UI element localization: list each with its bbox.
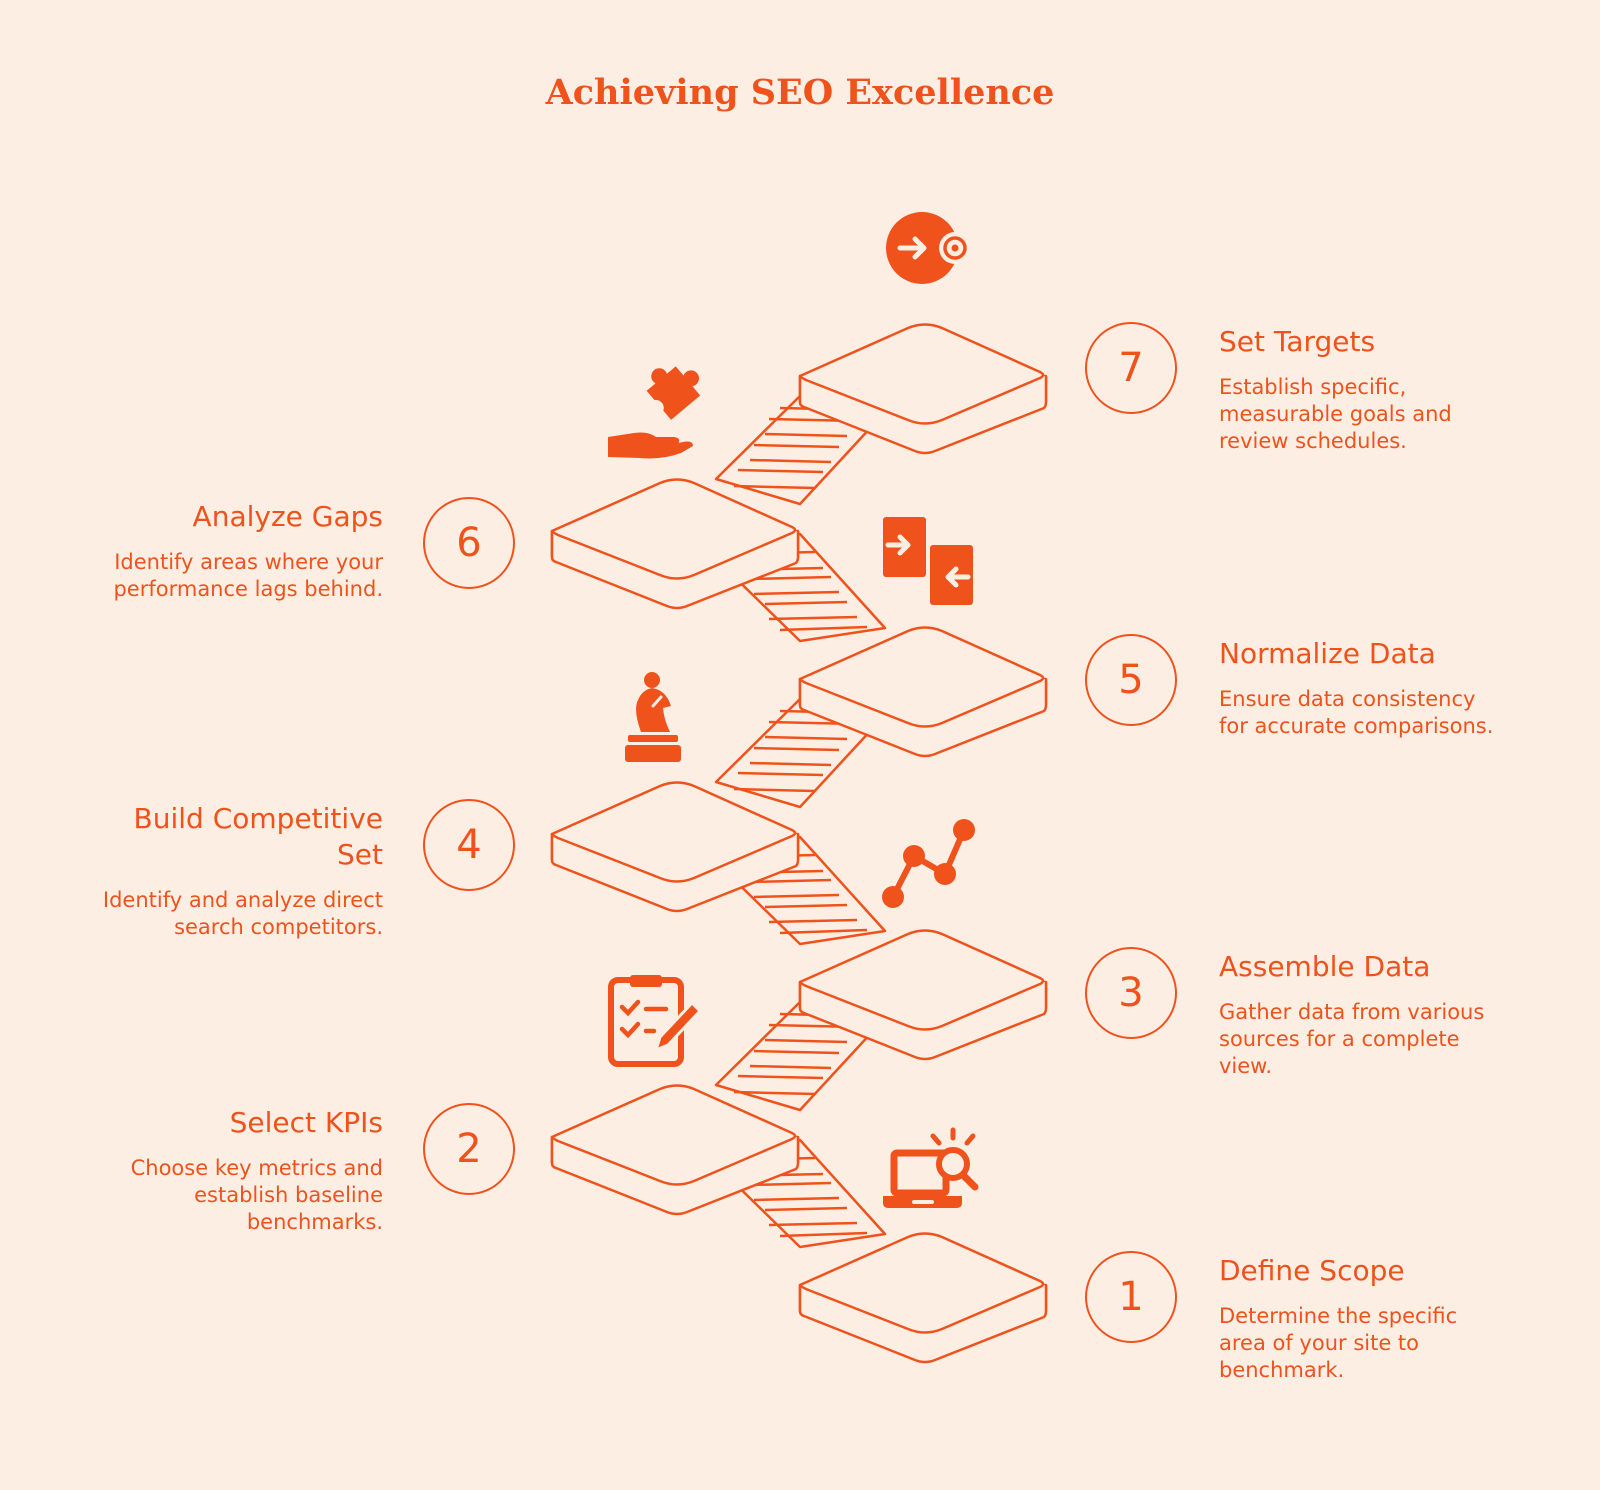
step-6-text: Analyze Gaps Identify areas where your p… [93,499,383,603]
step-number-6: 6 [423,497,515,589]
step-4-text: Build Competitive Set Identify and analy… [93,801,383,941]
step-1-title: Define Scope [1219,1254,1405,1287]
hand-puzzle-icon [608,366,701,459]
step-3-text: Assemble Data Gather data from various s… [1219,949,1509,1080]
step-number-7: 7 [1085,322,1177,414]
platform-step-4 [550,781,800,913]
step-number-4: 4 [423,799,515,891]
platform-step-1 [798,1232,1048,1364]
step-2-text: Select KPIs Choose key metrics and estab… [93,1105,383,1236]
laptop-search-icon [883,1127,979,1208]
step-4-title: Build Competitive Set [133,802,383,871]
diagram-title: Achieving SEO Excellence [545,72,1055,113]
step-1-text: Define Scope Determine the specific area… [1219,1253,1509,1384]
stair-flight-2 [714,1000,887,1112]
step-number-2: 2 [423,1103,515,1195]
chess-knight-icon [625,672,681,762]
step-number-3: 3 [1085,947,1177,1039]
line-graph-icon [882,819,975,908]
step-number-5: 5 [1085,634,1177,726]
step-6-title: Analyze Gaps [192,500,383,533]
step-1-description: Determine the specific area of your site… [1219,1304,1458,1382]
platform-step-6 [550,478,800,610]
step-5-text: Normalize Data Ensure data consistency f… [1219,636,1509,740]
step-7-text: Set Targets Establish specific, measurab… [1219,324,1509,455]
step-number-1: 1 [1085,1251,1177,1343]
step-7-title: Set Targets [1219,325,1376,358]
checklist-clipboard-icon [608,975,703,1067]
step-3-title: Assemble Data [1219,950,1431,983]
exchange-arrows-icon [883,517,973,605]
step-5-title: Normalize Data [1219,637,1436,670]
platform-step-3 [798,929,1048,1061]
step-6-description: Identify areas where your performance la… [113,550,383,601]
platform-step-5 [798,626,1048,758]
step-4-description: Identify and analyze direct search compe… [102,888,383,939]
step-5-description: Ensure data consistency for accurate com… [1219,687,1494,738]
step-2-description: Choose key metrics and establish baselin… [130,1156,383,1234]
step-2-title: Select KPIs [229,1106,383,1139]
platform-step-7 [798,323,1048,455]
step-7-description: Establish specific, measurable goals and… [1219,375,1452,453]
arrow-target-icon [886,212,971,284]
step-3-description: Gather data from various sources for a c… [1219,1000,1485,1078]
platform-step-2 [550,1084,800,1216]
